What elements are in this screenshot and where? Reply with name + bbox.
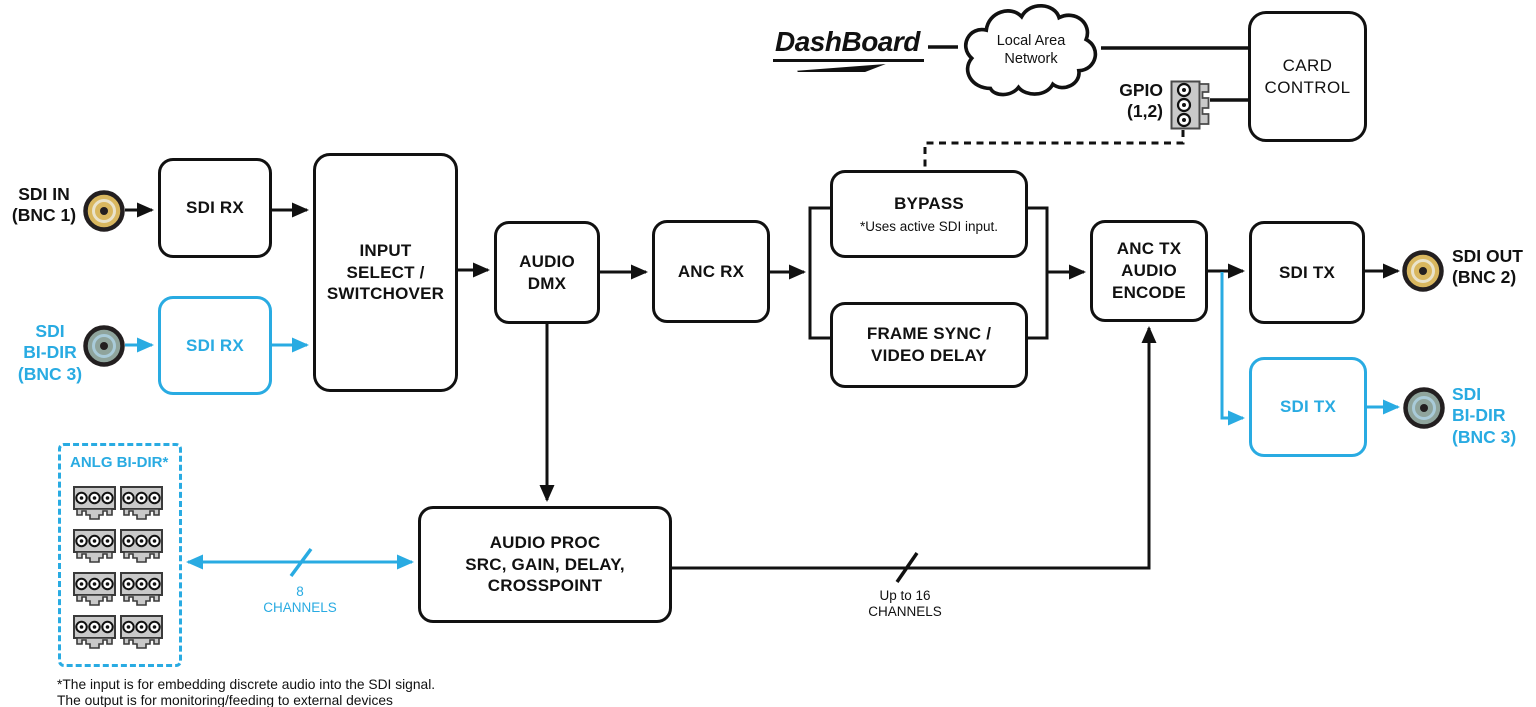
footnote-text: *The input is for embedding discrete aud… [57,677,436,707]
bnc3-sdi-bidir-in-icon [83,325,125,367]
bypass-note: *Uses active SDI input. [859,218,999,234]
sdi-rx-2-block: SDI RX [158,296,272,395]
frame-sync-block: FRAME SYNC / VIDEO DELAY [830,302,1028,388]
terminal-block-icon [120,615,163,649]
bnc2-sdi-out-icon [1402,250,1444,292]
terminal-block-icon [73,615,116,649]
sdi-tx-2-block: SDI TX [1249,357,1367,457]
bypass-block: BYPASS *Uses active SDI input. [830,170,1028,258]
terminal-block-icon [120,486,163,520]
gpio-bypass-dashed-wire [923,130,1185,168]
bus-slash-8ch [289,547,313,578]
control-wires [923,45,1248,168]
black-signal-wires [125,202,1400,583]
terminal-block-icon [73,572,116,606]
dashboard-logo: DashBoard [773,26,924,72]
dashboard-logo-text: DashBoard [773,26,924,62]
gpio-connector-icon [1170,80,1210,130]
card-control-block: CARD CONTROL [1248,11,1367,142]
analog-terminal-connectors [73,486,163,651]
channels-16-label: Up to 16 CHANNELS [868,588,942,619]
audio-proc-to-anc-tx [672,326,1157,570]
audio-dmx-block: AUDIO DMX [494,221,600,324]
merge-bracket [1028,206,1049,340]
anlg-bidir-label: ANLG BI-DIR* [70,454,169,471]
sdi-rx-1-block: SDI RX [158,158,272,258]
bus-slash-16ch [895,552,919,583]
gpio-label: GPIO (1,2) [1119,80,1163,122]
blue-signal-wires [125,272,1400,578]
anc-rx-block: ANC RX [652,220,770,323]
lan-cloud-icon [964,4,1098,97]
bnc3-sdi-bidir-out-icon [1403,387,1445,429]
sdi-tx-1-block: SDI TX [1249,221,1365,324]
lan-cloud-label: Local Area Network [996,33,1066,68]
terminal-block-icon [73,486,116,520]
terminal-block-icon [73,529,116,563]
input-select-block: INPUT SELECT / SWITCHOVER [313,153,458,392]
anc-tx-block: ANC TX AUDIO ENCODE [1090,220,1208,322]
terminal-block-icon [120,529,163,563]
channels-8-label: 8 CHANNELS [263,584,337,615]
sdi-bidir-out-label: SDI BI-DIR (BNC 3) [1452,384,1517,447]
terminal-block-icon [120,572,163,606]
sdi-out-label: SDI OUT (BNC 2) [1452,246,1523,288]
audio-proc-block: AUDIO PROC SRC, GAIN, DELAY, CROSSPOINT [418,506,672,623]
anc-tx-to-blue-sdi-tx [1220,272,1245,426]
dashboard-logo-swoosh [796,64,886,72]
sdi-bidir-in-label: SDI BI-DIR (BNC 3) [17,321,83,384]
bypass-title: BYPASS [894,193,964,213]
bnc1-sdi-in-icon [83,190,125,232]
sdi-in-label: SDI IN (BNC 1) [11,184,77,226]
split-bracket [808,206,830,340]
